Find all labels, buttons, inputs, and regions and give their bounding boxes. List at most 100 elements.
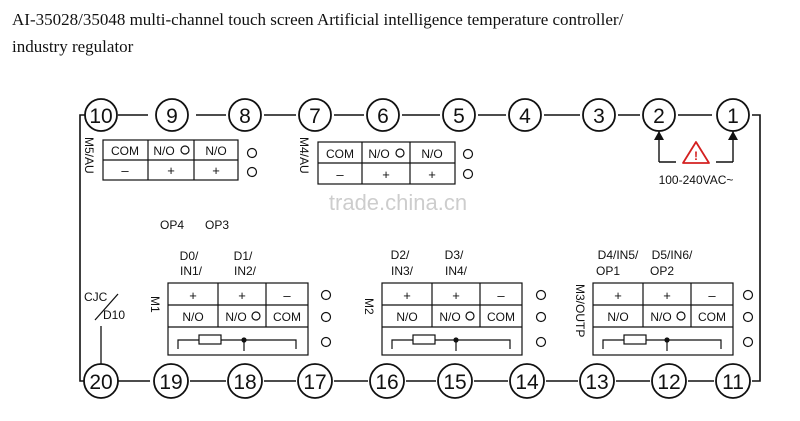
terminal-20: 20 [83,363,119,399]
m2-no-1: N/O [396,310,417,324]
svg-text:11: 11 [722,371,744,394]
m3-plus-2: + [663,288,671,303]
terminal-7: 7 [298,98,332,132]
m3-input-1-line1: D4/IN5/ [598,248,639,262]
watermark: trade.china.cn [329,190,467,215]
op3-label: OP3 [205,218,229,232]
svg-text:1: 1 [727,105,739,128]
module-m2: M2 D2/ IN3/ D3/ IN4/ + + – N/O N/O COM [362,248,547,356]
m1-plus-2: + [238,288,246,303]
svg-text:14: 14 [515,371,539,394]
m2-side-label: M2 [362,298,376,315]
terminal-6: 6 [366,98,400,132]
terminal-8: 8 [228,98,262,132]
m2-com: COM [487,310,515,324]
m2-plus-1: + [403,288,411,303]
m3-plus-1: + [614,288,622,303]
m4-no-label-2: N/O [421,147,442,161]
svg-text:12: 12 [657,371,680,394]
m4-no-label-1: N/O [368,147,389,161]
title-line-2: industry regulator [12,37,134,56]
m2-plus-2: + [452,288,460,303]
m5-plus-1: + [167,163,175,178]
m5-minus: – [121,163,129,178]
m3-input-2-line2: OP2 [650,264,674,278]
m1-com: COM [273,310,301,324]
m1-input-2-line2: IN2/ [234,264,257,278]
m3-minus: – [708,288,716,303]
m3-input-1-line2: OP1 [596,264,620,278]
terminal-5: 5 [442,98,476,132]
svg-text:15: 15 [443,371,466,394]
voltage-label: 100-240VAC~ [659,173,734,187]
terminal-10: 10 [84,98,118,132]
title-line-1: AI-35028/35048 multi-channel touch scree… [12,10,624,29]
module-m5: M5/AU COM N/O N/O – + + OP4 OP3 [82,137,258,232]
m1-input-2-line1: D1/ [234,249,253,263]
module-m3: M3/OUTP D4/IN5/ OP1 D5/IN6/ OP2 + + – N/… [573,248,754,356]
m4-com-label: COM [326,147,354,161]
m1-plus-1: + [189,288,197,303]
svg-text:17: 17 [303,371,326,394]
svg-text:19: 19 [159,371,182,394]
svg-text:3: 3 [593,105,605,128]
svg-text:7: 7 [309,105,321,128]
cjc-label: CJC [84,290,108,304]
terminal-16: 16 [369,363,405,399]
svg-text:5: 5 [453,105,465,128]
svg-text:2: 2 [653,105,665,128]
svg-text:16: 16 [375,371,398,394]
terminal-2: 2 [642,98,676,132]
m1-minus: – [283,288,291,303]
m5-com-label: COM [111,144,139,158]
terminal-12: 12 [651,363,687,399]
svg-text:9: 9 [166,105,178,128]
frame-right-edge [752,114,761,382]
m4-plus-1: + [382,167,390,182]
svg-text:4: 4 [519,105,531,128]
m3-side-label: M3/OUTP [573,284,587,337]
m3-com: COM [698,310,726,324]
top-terminals: 10 9 8 7 6 5 4 3 2 1 [84,98,750,132]
m1-input-1-line2: IN1/ [180,264,203,278]
m2-input-1-line2: IN3/ [391,264,414,278]
m5-no-label-1: N/O [153,144,174,158]
svg-text:18: 18 [233,371,256,394]
m5-no-label-2: N/O [205,144,226,158]
m4-minus: – [336,167,344,182]
svg-text:8: 8 [239,105,251,128]
m1-no-1: N/O [182,310,203,324]
svg-text:!: ! [694,149,698,163]
svg-text:10: 10 [89,105,112,128]
terminal-19: 19 [153,363,189,399]
m3-no-1: N/O [607,310,628,324]
power-input: ! 100-240VAC~ [654,131,738,187]
terminal-18: 18 [227,363,263,399]
terminal-9: 9 [155,98,189,132]
m2-minus: – [497,288,505,303]
m2-input-2-line1: D3/ [445,248,464,262]
terminal-17: 17 [297,363,333,399]
op4-label: OP4 [160,218,184,232]
svg-text:13: 13 [585,371,608,394]
m3-no-2: N/O [650,310,671,324]
module-m4: M4/AU COM N/O N/O – + + [297,137,474,185]
svg-text:20: 20 [89,371,112,394]
m2-input-2-line2: IN4/ [445,264,468,278]
m2-input-1-line1: D2/ [391,248,410,262]
m5-side-label: M5/AU [82,137,96,174]
m1-input-1-line1: D0/ [180,249,199,263]
terminal-11: 11 [715,363,751,399]
d10-label: D10 [103,308,125,322]
m4-side-label: M4/AU [297,137,311,174]
terminal-4: 4 [508,98,542,132]
bottom-terminals: 20 19 18 17 16 15 14 13 12 11 [83,363,751,399]
terminal-1: 1 [716,98,750,132]
svg-text:6: 6 [377,105,389,128]
warning-icon: ! [682,141,710,164]
terminal-15: 15 [437,363,473,399]
m1-no-2: N/O [225,310,246,324]
page-title: AI-35028/35048 multi-channel touch scree… [12,6,800,60]
m5-plus-2: + [212,163,220,178]
